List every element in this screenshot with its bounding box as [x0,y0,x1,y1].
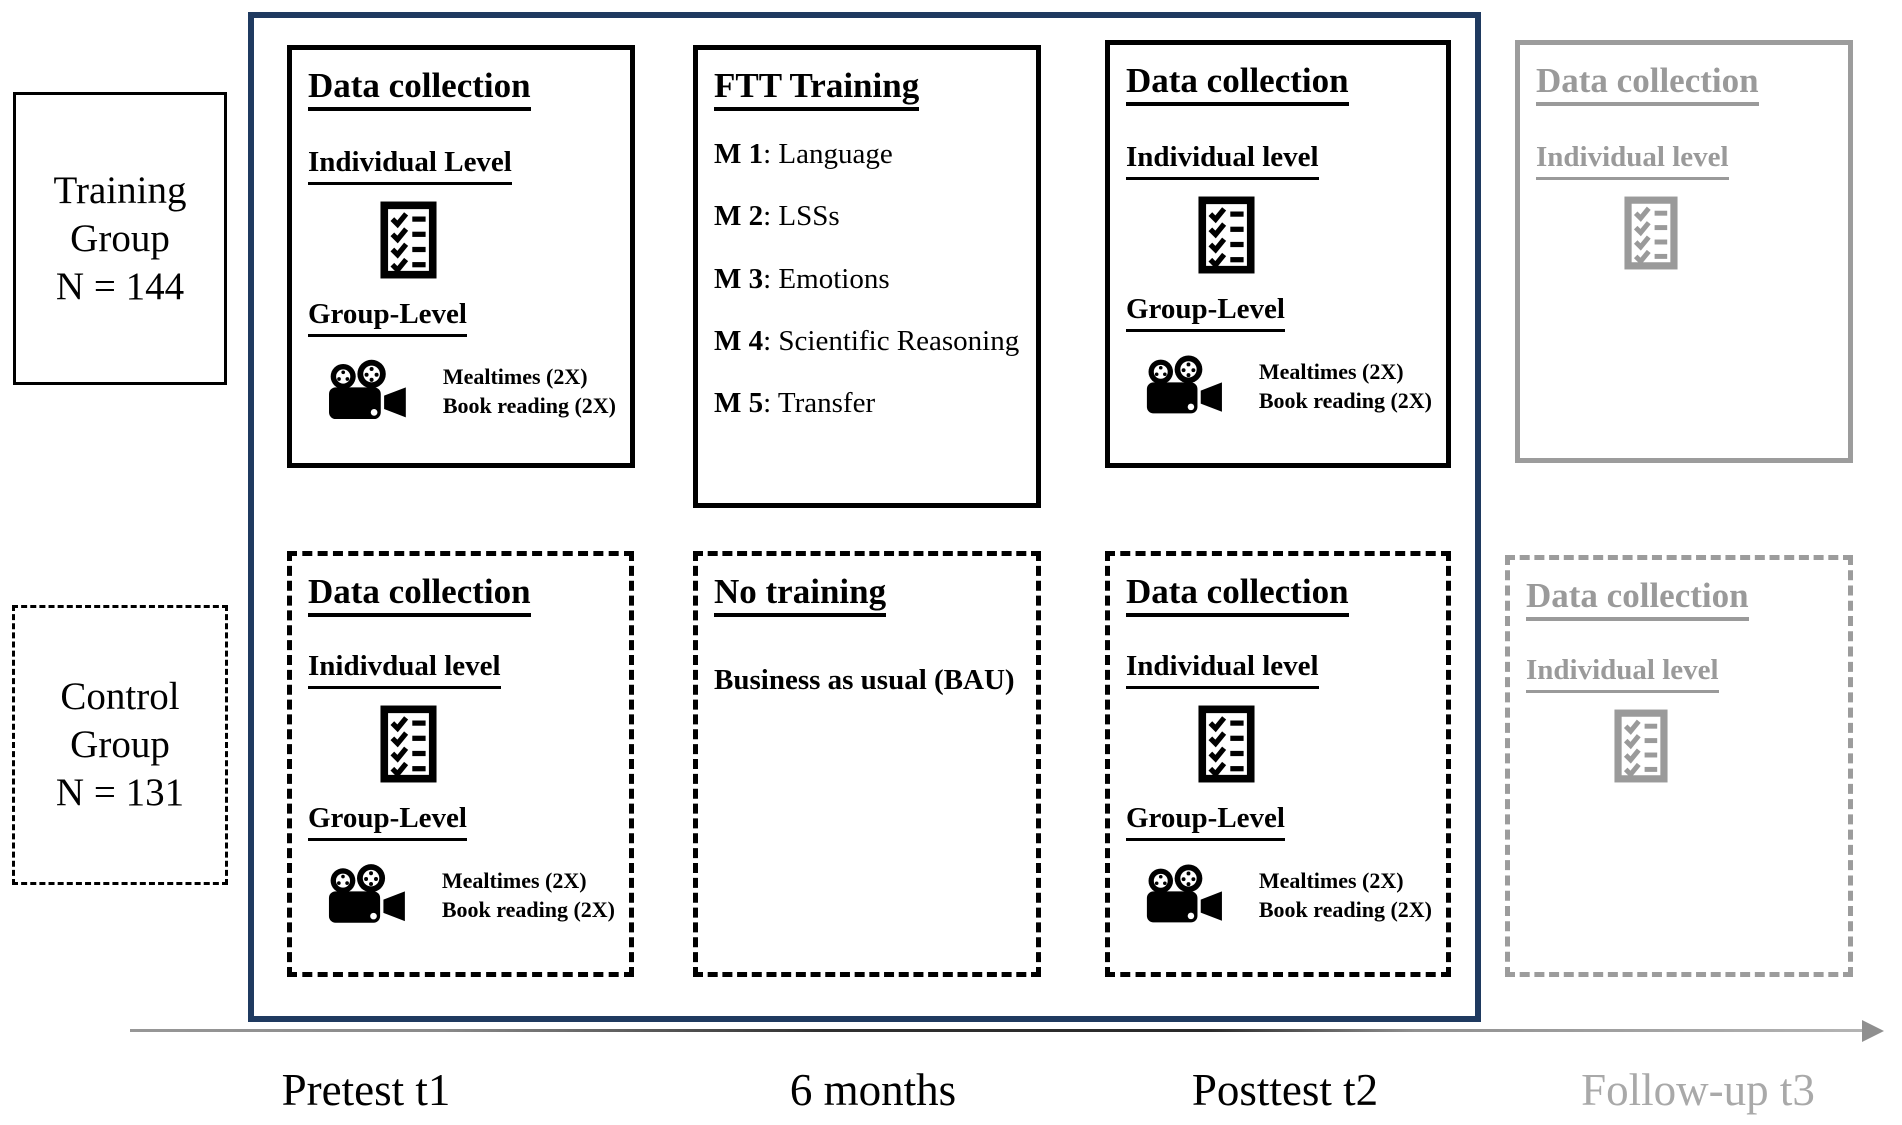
individual-level-heading: Inidivdual level [308,650,501,690]
timeline-arrowhead-icon [1862,1020,1884,1042]
checklist-icon [1198,705,1255,783]
checklist-icon [1198,196,1255,274]
training-group-n: N = 144 [55,264,185,308]
film-camera-icon [328,864,405,923]
control-group-line2: Group [70,723,170,766]
video-label-mealtimes: Mealtimes (2X) [1258,359,1404,385]
group-level-heading: Group-Level [308,802,467,841]
module-item: M 5: Transfer [714,387,876,420]
cell-title: Data collection [1526,576,1749,622]
module-item: M 1: Language [714,138,893,171]
timeline-label-followup: Follow-up t3 [1581,1065,1815,1115]
video-label-bookreading: Book reading (2X) [1258,897,1432,923]
module-item: M 3: Emotions [714,262,890,295]
followup-training-cell: Data collection Individual level [1515,40,1853,463]
timeline-label-6months: 6 months [789,1065,957,1115]
video-label-mealtimes: Mealtimes (2X) [1258,868,1404,894]
video-label-mealtimes: Mealtimes (2X) [441,868,587,894]
training-group-line2: Group [70,216,170,260]
no-training-cell: No training Business as usual (BAU) [693,551,1041,977]
film-camera-icon [329,359,406,420]
no-training-body: Business as usual (BAU) [714,664,1015,697]
cell-title: Data collection [1536,61,1759,107]
individual-level-heading: Individual level [1526,654,1719,694]
posttest-training-cell: Data collection Individual level Group-L… [1105,40,1451,468]
checklist-icon [1624,196,1678,270]
control-group-line1: Control [60,675,180,718]
timeline-label-pretest: Pretest t1 [281,1065,451,1115]
module-item: M 4: Scientific Reasoning [714,324,1020,357]
checklist-icon [380,201,437,279]
training-group-line1: Training [53,168,187,212]
film-camera-icon [1146,864,1222,923]
pretest-control-cell: Data collection Inidivdual level Group-L… [287,551,634,977]
study-period-frame [248,12,1481,1022]
control-group-box: Control Group N = 131 [12,605,228,885]
cell-title: Data collection [1126,572,1349,618]
individual-level-heading: Individual level [1126,141,1319,181]
ftt-training-cell: FTT Training M 1: Language M 2: LSSs M 3… [693,45,1041,508]
individual-level-heading: Individual level [1536,141,1729,181]
video-label-bookreading: Book reading (2X) [442,393,616,419]
group-level-heading: Group-Level [1126,802,1285,841]
cell-title: FTT Training [714,66,920,112]
individual-level-heading: Individual level [1126,650,1319,690]
film-camera-icon [1146,355,1222,414]
group-level-heading: Group-Level [1126,293,1285,332]
cell-title: Data collection [308,66,531,112]
individual-level-heading: Individual Level [308,146,512,186]
timeline-label-posttest: Posttest t2 [1191,1065,1379,1115]
video-label-mealtimes: Mealtimes (2X) [442,364,588,390]
cell-title: Data collection [1126,61,1349,107]
cell-title: Data collection [308,572,531,618]
training-group-box: Training Group N = 144 [13,92,227,385]
checklist-icon [1614,709,1668,783]
video-label-bookreading: Book reading (2X) [441,897,615,923]
checklist-icon [380,705,437,783]
control-group-n: N = 131 [55,771,185,814]
group-level-heading: Group-Level [308,298,467,337]
module-item: M 2: LSSs [714,200,840,233]
video-label-bookreading: Book reading (2X) [1258,388,1432,414]
timeline-axis [130,1029,1867,1032]
followup-control-cell: Data collection Individual level [1505,555,1853,977]
pretest-training-cell: Data collection Individual Level Group-L… [287,45,635,468]
posttest-control-cell: Data collection Individual level Group-L… [1105,551,1451,977]
cell-title: No training [714,572,887,618]
